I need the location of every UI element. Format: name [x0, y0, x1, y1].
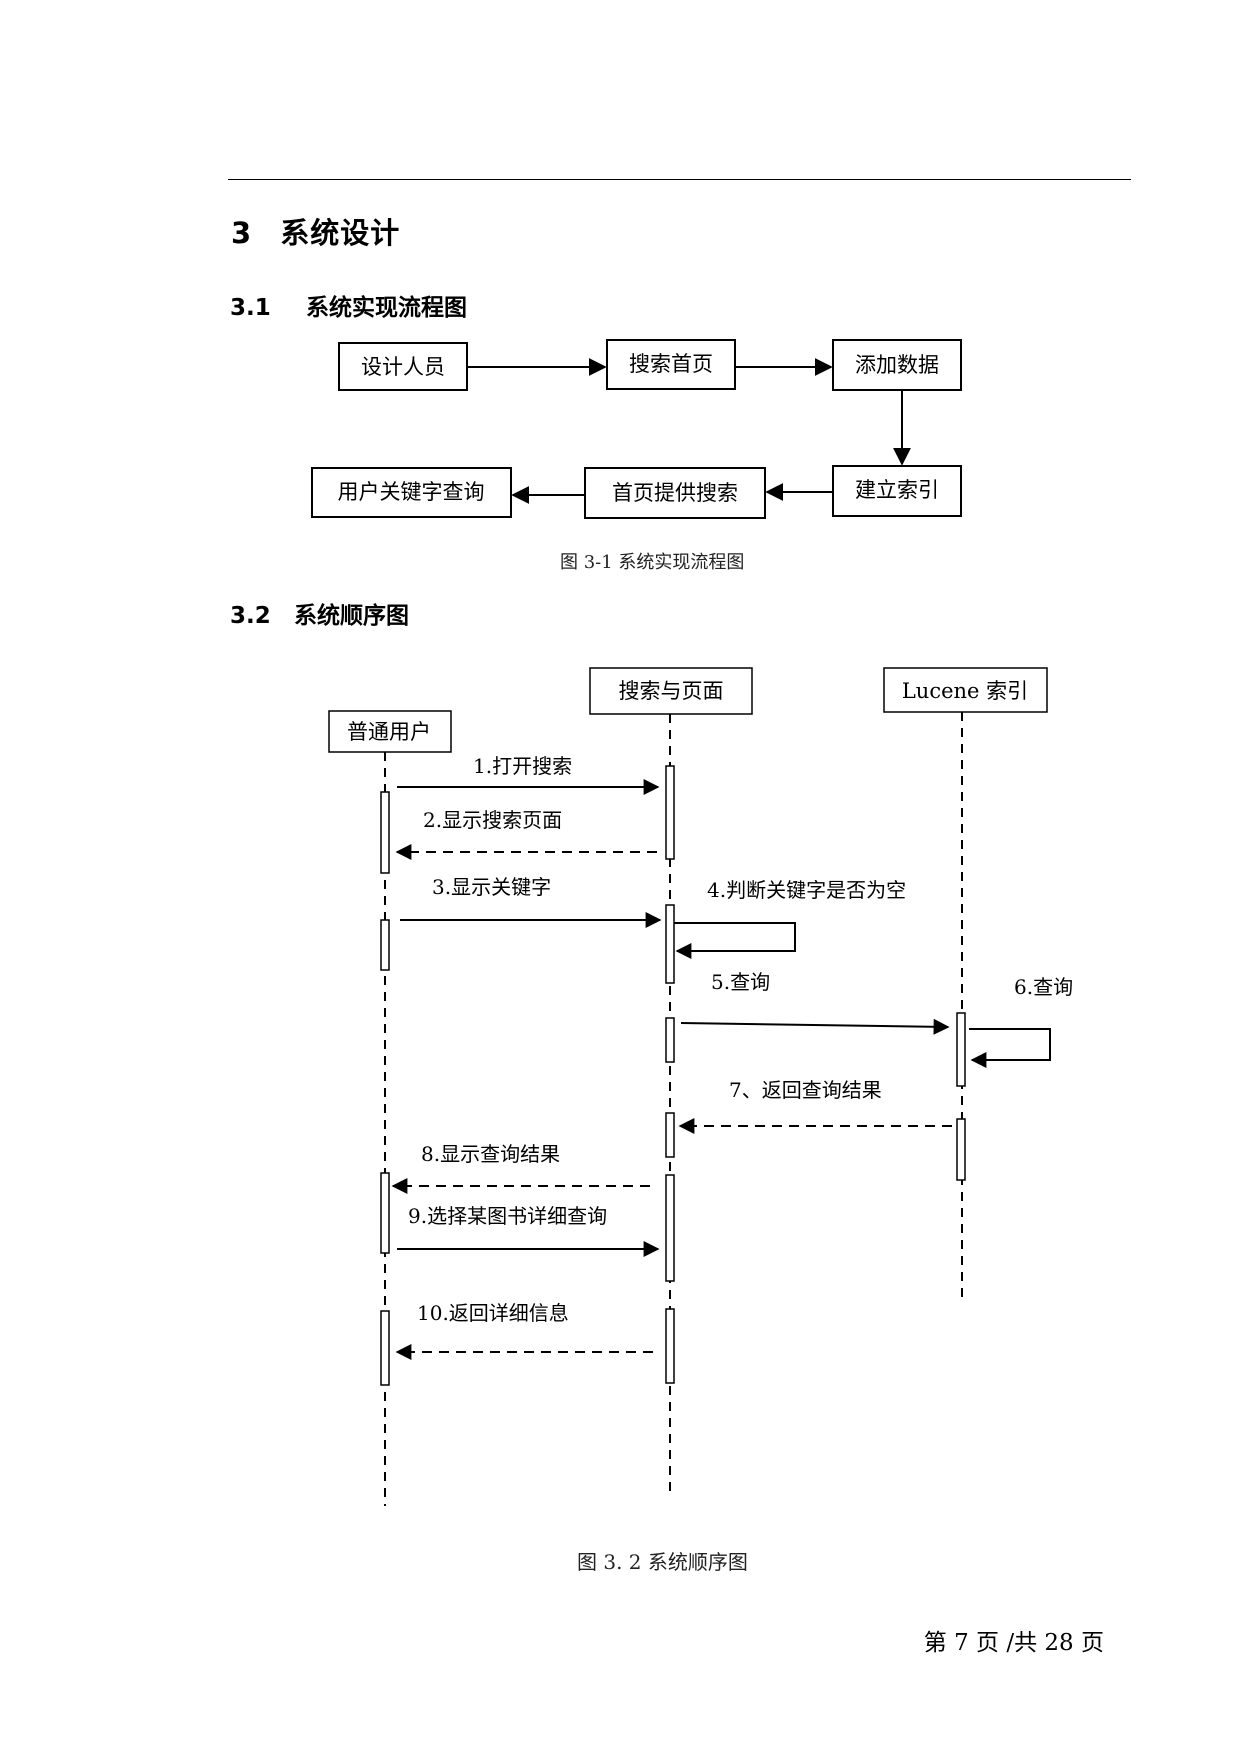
message-label: 10.返回详细信息 [417, 1301, 569, 1325]
subsection-title: 系统实现流程图 [306, 295, 467, 321]
section-heading: 3 系统设计 [231, 210, 400, 252]
activation-bar [956, 1012, 966, 1087]
section-title: 系统设计 [280, 216, 401, 250]
message-label: 5.查询 [711, 970, 770, 994]
flow-node-box-user-keyword-query [311, 467, 512, 518]
message-arrow-4-self [674, 922, 796, 959]
message-label: 1.打开搜索 [473, 754, 572, 778]
message-label: 6.查询 [1014, 975, 1073, 999]
activation-bar [380, 1172, 390, 1254]
activation-bar [665, 1308, 675, 1384]
flow-node-label: 首页提供搜索 [612, 481, 738, 505]
message-label: 7、返回查询结果 [729, 1078, 882, 1102]
message-arrow-6-self [969, 1028, 1051, 1068]
activation-bar [665, 1174, 675, 1282]
lifeline-label: 搜索与页面 [619, 679, 724, 703]
flow-node-label: 设计人员 [361, 355, 445, 379]
flow-node-label: 添加数据 [855, 353, 939, 377]
activation-bar [665, 1112, 675, 1158]
subsection-number: 3.2 [230, 603, 271, 629]
activation-bar [380, 791, 390, 874]
figure-caption-3-1: 图 3-1 系统实现流程图 [560, 552, 745, 573]
activation-bar [956, 1118, 966, 1181]
lifeline-label: 普通用户 [347, 720, 431, 744]
flow-node-box-search-home [606, 339, 736, 390]
section-number: 3 [231, 216, 253, 250]
activation-bar [380, 919, 390, 971]
subsection-number: 3.1 [230, 295, 271, 321]
flow-node-box-build-index [832, 465, 962, 517]
message-label: 3.显示关键字 [432, 875, 551, 899]
lifeline-label: Lucene 索引 [902, 679, 1028, 703]
sequence-diagram: 普通用户 搜索与页面 Lucene 索引 1.打开搜索 [328, 667, 1073, 1506]
lifeline-header-box-user [328, 710, 452, 753]
message-arrow-5 [680, 1018, 950, 1035]
activation-bar [665, 904, 675, 984]
flow-node-label: 用户关键字查询 [338, 480, 485, 504]
message-label: 2.显示搜索页面 [423, 808, 562, 832]
subsection-heading-2: 3.2 系统顺序图 [230, 596, 409, 630]
flow-node-box-home-provide-search [584, 467, 766, 519]
flow-node-box-add-data [832, 339, 962, 391]
activation-bar [665, 765, 675, 860]
activation-bar [665, 1017, 675, 1063]
lifeline-header-box-lucene-index [883, 667, 1048, 713]
subsection-title: 系统顺序图 [294, 603, 409, 629]
flow-node-label: 搜索首页 [629, 352, 713, 376]
message-label: 9.选择某图书详细查询 [408, 1204, 607, 1228]
figure-caption-3-2: 图 3. 2 系统顺序图 [577, 1550, 748, 1574]
flow-node-box-designer [338, 342, 468, 391]
page-footer: 第 7 页 /共 28 页 [923, 1630, 1104, 1656]
flowchart-diagram: 设计人员 搜索首页 添加数据 建立索引 首页提供搜索 用户关键字查询 [311, 339, 962, 519]
activation-bar [380, 1310, 390, 1386]
subsection-heading-1: 3.1 系统实现流程图 [230, 288, 467, 322]
message-label: 4.判断关键字是否为空 [707, 878, 906, 902]
message-label: 8.显示查询结果 [421, 1142, 560, 1166]
flow-node-label: 建立索引 [855, 478, 939, 502]
header-rule [228, 179, 1131, 180]
